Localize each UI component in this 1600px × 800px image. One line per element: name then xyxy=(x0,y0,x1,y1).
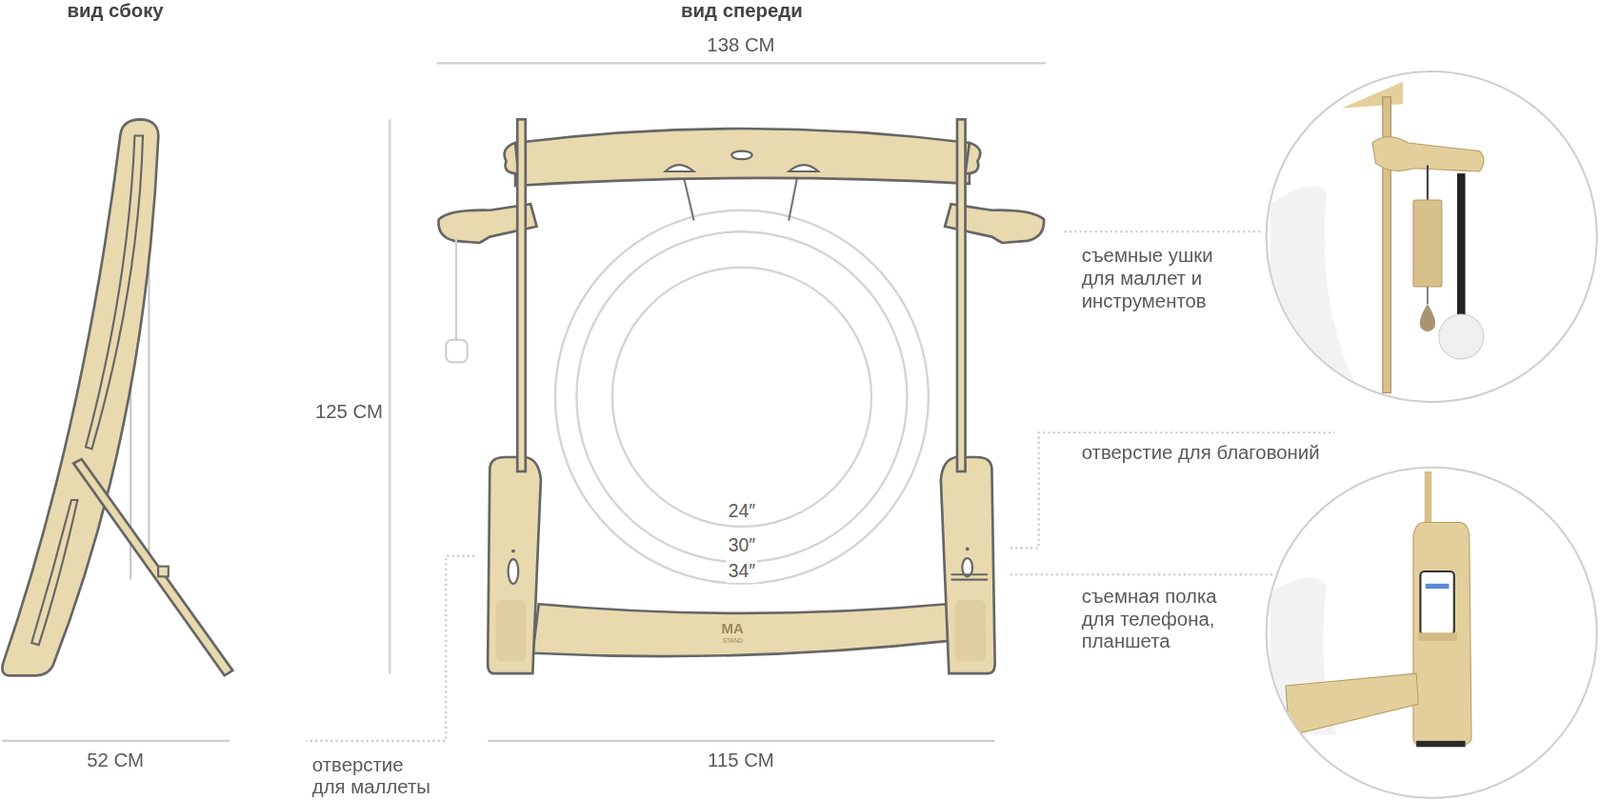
dimension-label: 138 СМ xyxy=(706,33,775,57)
callout-note: отверстие для маллеты xyxy=(312,754,436,798)
view-heading: вид сбоку xyxy=(66,0,163,23)
gong-circles xyxy=(555,210,929,584)
callout-note: съемные ушки для маллет и инструментов xyxy=(1081,244,1245,313)
dimension-lines xyxy=(1,62,1046,740)
size-label: 34″ xyxy=(726,560,759,583)
photo-ears xyxy=(1266,71,1598,402)
dimension-label: 125 СМ xyxy=(315,400,383,424)
photo-shelf xyxy=(1266,467,1598,799)
speaker-grills xyxy=(496,600,986,661)
logo-subtext: STAND xyxy=(722,638,743,646)
hanging-mallet xyxy=(445,239,468,363)
dimension-label: 115 СМ xyxy=(707,748,775,772)
size-label: 30″ xyxy=(726,533,759,557)
callout-note: отверстие для благовоний xyxy=(1081,441,1320,465)
side-view xyxy=(1,119,233,676)
callout-note: съемная полка для телефона, планшета xyxy=(1081,585,1236,654)
leader-lines xyxy=(305,231,1335,741)
front-view xyxy=(438,119,1044,674)
dimension-label: 52 СМ xyxy=(86,748,144,772)
view-heading: вид спереди xyxy=(680,0,803,23)
logo-text: MA xyxy=(721,621,744,638)
size-label: 24″ xyxy=(726,500,759,523)
